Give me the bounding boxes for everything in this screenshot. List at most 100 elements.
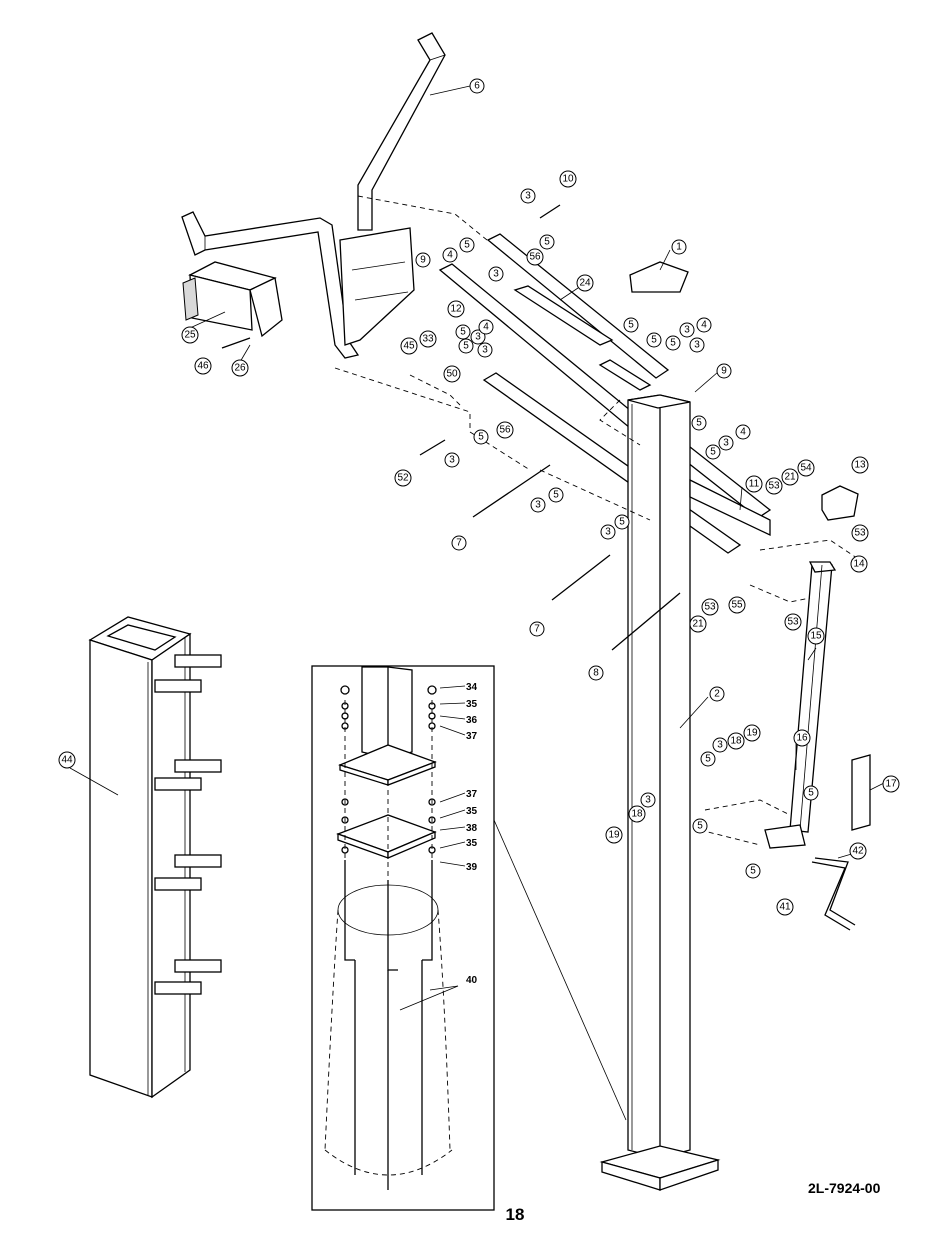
sleeve-17 [852,755,870,830]
svg-text:5: 5 [808,788,814,799]
callout-52: 52 [395,470,411,486]
svg-text:9: 9 [721,366,727,377]
svg-text:52: 52 [397,473,409,484]
svg-text:53: 53 [787,617,799,628]
spare-post-44 [90,617,221,1097]
svg-text:41: 41 [779,902,791,913]
callout-56b: 56 [497,422,513,438]
svg-text:53: 53 [768,481,780,492]
callout-3b: 3 [489,267,503,281]
callout-19b: 19 [606,827,622,843]
callout-3h: 3 [601,525,615,539]
callout-15: 15 [808,628,824,644]
callout-41: 41 [777,899,793,915]
svg-text:7: 7 [456,538,462,549]
cap-1 [630,262,688,292]
svg-text:4: 4 [447,250,453,261]
label-34: 34 [466,682,478,693]
callout-44: 44 [59,752,75,768]
svg-text:44: 44 [61,755,73,766]
svg-text:3: 3 [482,345,488,356]
svg-text:5: 5 [696,418,702,429]
callout-1: 1 [672,240,686,254]
svg-text:42: 42 [852,846,864,857]
callout-6: 6 [470,79,484,93]
svg-text:21: 21 [692,619,704,630]
callout-4d: 4 [736,425,750,439]
callout-8: 8 [589,666,603,680]
svg-text:50: 50 [446,369,458,380]
label-38: 38 [466,823,478,834]
svg-text:11: 11 [749,479,760,490]
svg-text:3: 3 [493,269,499,280]
label-37a: 37 [466,731,478,742]
callout-14: 14 [851,556,867,572]
callout-9a: 9 [416,253,430,267]
callout-42: 42 [850,843,866,859]
svg-text:25: 25 [184,330,196,341]
callout-9b: 9 [717,364,731,378]
callout-53a: 53 [766,478,782,494]
bracket-box-25 [183,262,282,336]
svg-text:5: 5 [553,490,559,501]
callout-19a: 19 [744,725,760,741]
callout-54: 54 [798,460,814,476]
crank-handle-42 [812,858,855,930]
svg-text:3: 3 [605,527,611,538]
svg-text:3: 3 [684,325,690,336]
label-40: 40 [466,975,478,986]
callout-55: 55 [729,597,745,613]
svg-text:9: 9 [420,255,426,266]
svg-text:5: 5 [710,447,716,458]
callout-25: 25 [182,327,198,343]
block-13 [822,486,858,520]
callout-18b: 18 [629,806,645,822]
callout-18a: 18 [728,733,744,749]
callout-5i: 5 [549,488,563,502]
svg-text:8: 8 [593,668,599,679]
svg-text:5: 5 [463,341,469,352]
callout-3j: 3 [641,793,655,807]
svg-text:4: 4 [740,427,746,438]
svg-text:12: 12 [450,304,462,315]
callout-5o: 5 [647,333,661,347]
svg-text:24: 24 [579,278,591,289]
svg-text:53: 53 [704,602,716,613]
callout-56a: 56 [527,249,543,265]
svg-text:3: 3 [723,438,729,449]
svg-text:55: 55 [731,600,743,611]
svg-text:53: 53 [854,528,866,539]
explode-lines [335,196,860,845]
callout-11: 11 [746,476,762,492]
callout-3e: 3 [719,436,733,450]
callout-45: 45 [401,338,417,354]
callout-5p: 5 [456,325,470,339]
svg-text:5: 5 [464,240,470,251]
callout-7b: 7 [530,622,544,636]
callout-13: 13 [852,457,868,473]
page-number: 18 [490,1205,540,1225]
callout-3i: 3 [713,738,727,752]
svg-text:14: 14 [853,559,865,570]
callout-4c: 4 [697,318,711,332]
svg-text:6: 6 [474,81,480,92]
svg-text:15: 15 [810,631,822,642]
label-35c: 35 [466,838,478,849]
callout-5e: 5 [666,336,680,350]
svg-text:5: 5 [460,327,466,338]
callout-53b: 53 [852,525,868,541]
svg-text:3: 3 [645,795,651,806]
callout-5h: 5 [474,430,488,444]
svg-text:3: 3 [717,740,723,751]
svg-text:18: 18 [631,809,643,820]
svg-text:5: 5 [628,320,634,331]
drawing-number: 2L-7924-00 [808,1180,918,1196]
callout-5g: 5 [706,445,720,459]
svg-text:56: 56 [529,252,541,263]
svg-text:19: 19 [608,830,620,841]
callout-21a: 21 [782,469,798,485]
callout-53c: 53 [785,614,801,630]
svg-text:5: 5 [697,821,703,832]
svg-text:46: 46 [197,361,209,372]
svg-text:21: 21 [784,472,796,483]
